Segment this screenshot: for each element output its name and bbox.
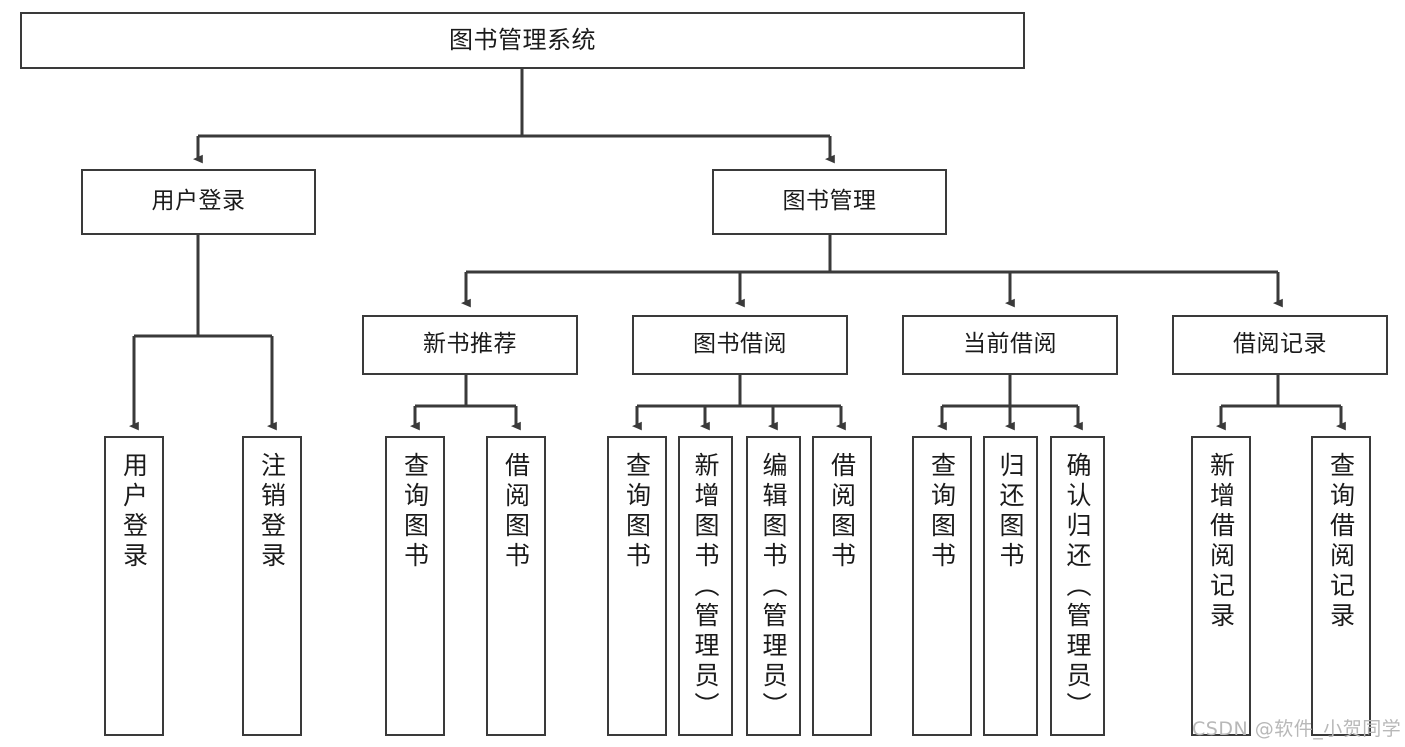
node-label: 确认归还（管理员） <box>1063 452 1092 722</box>
node-label: 归还图书 <box>996 452 1025 572</box>
node-leaf-query-book-2[interactable]: 查询图书 <box>607 436 667 736</box>
node-label: 查询图书 <box>927 452 957 572</box>
node-label: 查询图书 <box>622 452 652 572</box>
node-leaf-return-book[interactable]: 归还图书 <box>983 436 1038 736</box>
node-label: 图书管理系统 <box>449 26 596 55</box>
node-label: 查询借阅记录 <box>1326 452 1356 632</box>
node-label: 借阅图书 <box>827 452 857 572</box>
node-label: 新书推荐 <box>423 331 517 358</box>
node-leaf-confirm-return[interactable]: 确认归还（管理员） <box>1050 436 1105 736</box>
node-label: 图书管理 <box>782 188 877 215</box>
node-new-book-recommend[interactable]: 新书推荐 <box>362 315 578 375</box>
node-current-borrow[interactable]: 当前借阅 <box>902 315 1118 375</box>
node-label: 查询图书 <box>400 452 430 572</box>
node-root-system[interactable]: 图书管理系统 <box>20 12 1025 69</box>
node-book-borrow[interactable]: 图书借阅 <box>632 315 848 375</box>
node-leaf-borrow-book-2[interactable]: 借阅图书 <box>812 436 872 736</box>
node-leaf-query-book-1[interactable]: 查询图书 <box>385 436 445 736</box>
node-label: 编辑图书（管理员） <box>759 452 788 722</box>
node-leaf-query-record[interactable]: 查询借阅记录 <box>1311 436 1371 736</box>
node-leaf-user-login[interactable]: 用户登录 <box>104 436 164 736</box>
node-label: 当前借阅 <box>963 331 1057 358</box>
node-label: 借阅记录 <box>1233 331 1327 358</box>
node-leaf-edit-book[interactable]: 编辑图书（管理员） <box>746 436 801 736</box>
node-label: 注销登录 <box>257 452 287 572</box>
node-leaf-logout[interactable]: 注销登录 <box>242 436 302 736</box>
watermark-csdn: CSDN @软件_小贺同学 <box>1192 718 1402 740</box>
node-user-login[interactable]: 用户登录 <box>81 169 316 235</box>
node-leaf-borrow-book-1[interactable]: 借阅图书 <box>486 436 546 736</box>
node-leaf-add-record[interactable]: 新增借阅记录 <box>1191 436 1251 736</box>
node-leaf-add-book[interactable]: 新增图书（管理员） <box>678 436 733 736</box>
node-leaf-query-book-3[interactable]: 查询图书 <box>912 436 972 736</box>
node-borrow-record[interactable]: 借阅记录 <box>1172 315 1388 375</box>
node-label: 借阅图书 <box>501 452 531 572</box>
node-label: 用户登录 <box>119 452 149 572</box>
node-label: 新增图书（管理员） <box>691 452 720 722</box>
node-label: 用户登录 <box>151 188 246 215</box>
node-book-manage[interactable]: 图书管理 <box>712 169 947 235</box>
node-label: 图书借阅 <box>693 331 787 358</box>
node-label: 新增借阅记录 <box>1206 452 1236 632</box>
